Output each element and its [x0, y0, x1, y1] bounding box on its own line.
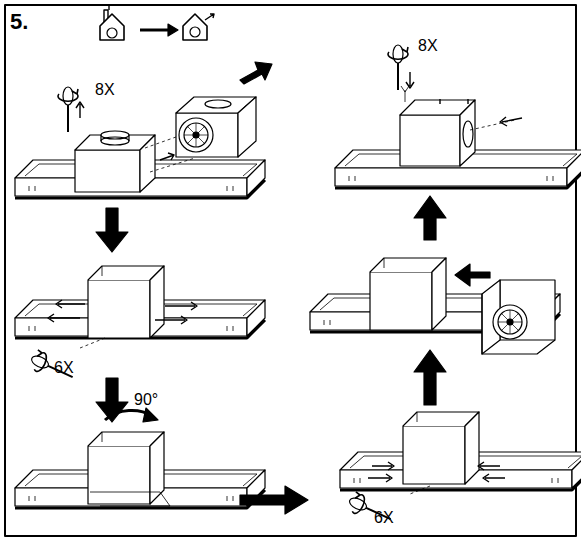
callout-number: 6X: [374, 510, 394, 526]
mode-icons: [100, 4, 214, 40]
step-panel-6: [500, 117, 522, 126]
step-panel-2: [88, 266, 164, 338]
step-panel-4: [368, 474, 392, 482]
step-panel-6: [335, 45, 581, 188]
step-panel-4: [478, 462, 500, 470]
step-panel-6: [406, 72, 414, 88]
step-panel-6: [440, 99, 468, 104]
up-arrow: [414, 196, 446, 240]
step-panel-5: [498, 310, 522, 334]
step-panel-1: [240, 62, 272, 84]
step-panel-1: [140, 135, 155, 192]
mode-icons: [140, 29, 170, 32]
step-panel-2: [48, 314, 80, 322]
callout-number: 6X: [54, 360, 74, 376]
step-number: 5.: [10, 11, 28, 33]
step-panel-4: [410, 486, 430, 494]
step-panel-5: [370, 258, 446, 330]
mode-icons: [108, 4, 109, 10]
step-panel-2: [165, 302, 197, 310]
right-arrow: [240, 486, 308, 514]
step-panel-2: [28, 349, 77, 386]
rotation-angle: 90°: [134, 392, 158, 408]
step-panel-2: [80, 338, 105, 348]
step-panel-6: [460, 100, 475, 166]
step-panel-6: [388, 45, 408, 90]
callout-number: 8X: [418, 38, 438, 54]
step-panel-3: [88, 432, 164, 504]
step-panel-1: [101, 137, 129, 145]
step-panel-3: [90, 492, 170, 506]
step-panel-3: [15, 408, 265, 508]
up-arrow: [414, 196, 446, 240]
step-panel-4: [403, 412, 479, 484]
step-panel-4: [346, 491, 395, 528]
mode-icons: [107, 28, 117, 38]
step-panel-6: [400, 115, 460, 166]
right-arrow: [240, 486, 308, 514]
down-arrow: [96, 208, 128, 252]
step-panel-4: [483, 474, 505, 482]
up-arrow: [414, 350, 446, 405]
mode-icons: [168, 24, 178, 36]
mode-icons: [205, 14, 214, 20]
step-panel-1: [58, 87, 78, 132]
step-panel-1: [75, 150, 140, 192]
step-panel-5: [482, 294, 555, 354]
step-panel-1: [160, 153, 174, 160]
step-panel-6: [463, 121, 473, 147]
step-panel-4: [372, 462, 394, 470]
step-panel-2: [15, 266, 265, 386]
down-arrow: [96, 208, 128, 252]
step-panel-1: [76, 102, 84, 118]
step-panel-2: [56, 300, 85, 308]
mode-icons: [104, 10, 108, 22]
callout-number: 8X: [95, 82, 115, 98]
step-panel-5: [310, 258, 560, 354]
step-panel-1: [176, 97, 256, 157]
step-panel-1: [15, 62, 272, 198]
step-panel-5: [507, 319, 513, 325]
step-panel-5: [498, 310, 522, 334]
step-panel-6: [401, 86, 409, 102]
step-panel-6: [470, 120, 515, 130]
step-panel-5: [482, 280, 555, 354]
step-panel-5: [455, 264, 490, 286]
up-arrow: [414, 350, 446, 405]
step-panel-3: [143, 408, 158, 422]
step-panel-2: [155, 316, 187, 324]
step-panel-5: [493, 305, 527, 339]
mode-icons: [190, 27, 200, 37]
mode-icons: [183, 14, 207, 40]
step-panel-4: [340, 412, 581, 528]
